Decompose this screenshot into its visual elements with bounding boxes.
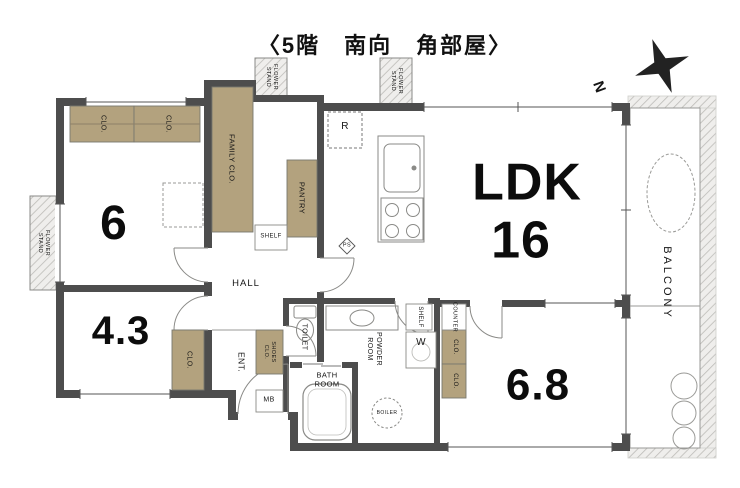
pipe-space-label: PS: [342, 242, 352, 249]
balcony-label: BALCONY: [660, 246, 673, 320]
storage-units: [69, 86, 467, 399]
sanitary-fixtures: [212, 305, 403, 441]
refrigerator-label: R: [341, 120, 349, 132]
service-boxes: [254, 224, 467, 413]
plan-title: 〈5階 南向 角部屋〉: [257, 33, 513, 58]
entrance-label: ENT.: [236, 351, 247, 373]
windows: [55, 97, 631, 452]
flower-stand-label-3: FLOWER STAND: [37, 230, 50, 256]
flower-stands: [29, 57, 413, 291]
powder-room-label: POWDER ROOM: [366, 332, 382, 366]
closet-label-1: CLO.: [99, 115, 107, 133]
room-43-size: 4.3: [91, 309, 151, 353]
shelf-label-2: SHELF: [416, 306, 423, 328]
flower-stand-label-1: FLOWER STAND: [265, 64, 278, 90]
shelf-label-1: SHELF: [260, 233, 282, 240]
closet-label-2: CLO.: [164, 115, 172, 133]
family-closet-label: FAMILY CLO.: [227, 134, 237, 184]
closet-label-5: CLO.: [451, 373, 458, 389]
pipe-space-diamond: [338, 237, 356, 255]
bedroom-furniture: [162, 182, 204, 228]
room-6-size: 6: [100, 197, 128, 250]
counter-label: COUNTER: [451, 302, 458, 332]
shoes-closet-label: SHOES CLO.: [263, 341, 276, 363]
bathroom-label: BATH ROOM: [314, 370, 340, 389]
pantry-label: PANTRY: [297, 181, 307, 215]
balcony-furniture: [646, 153, 698, 450]
closet-label-4: CLO.: [451, 339, 458, 355]
hall-label: HALL: [232, 278, 260, 290]
refrigerator-box: [327, 111, 363, 149]
balcony-area: [629, 107, 701, 449]
balcony-edge-hatch: [627, 95, 717, 459]
room-ldk-size: 16: [491, 211, 551, 270]
closet-label-3: CLO.: [185, 351, 193, 369]
meter-box-label: MB: [263, 396, 275, 404]
door-openings: [204, 248, 502, 420]
room-68-size: 6.8: [505, 360, 571, 410]
compass-icon: [635, 39, 689, 93]
washer-label: W: [416, 336, 426, 348]
flower-stand-label-2: FLOWER STAND: [390, 68, 403, 94]
kitchen-fixture: [377, 135, 425, 243]
boiler-label: BOILER: [376, 409, 398, 416]
toilet-label: TOILET: [300, 323, 308, 351]
room-ldk-label: LDK: [472, 153, 582, 212]
